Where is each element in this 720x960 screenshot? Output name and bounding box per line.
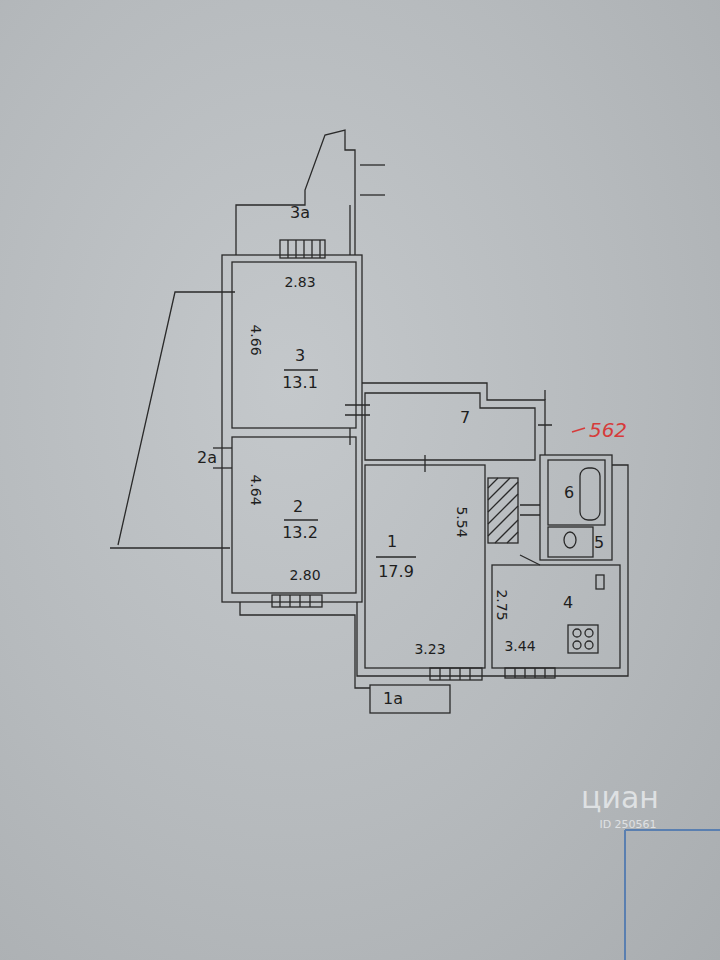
balcony: 3а bbox=[245, 203, 355, 223]
plan-line bbox=[284, 369, 318, 370]
room-number: 6 bbox=[564, 485, 574, 501]
room-number: 2а bbox=[197, 450, 217, 466]
plan-line bbox=[357, 465, 628, 676]
dimension: 2.83 bbox=[284, 275, 315, 289]
room-area: 13.1 bbox=[282, 375, 318, 391]
dimension: 4.66 bbox=[249, 324, 263, 355]
dimension: 5.54 bbox=[455, 506, 469, 537]
plan-line bbox=[515, 668, 545, 678]
plan-line bbox=[596, 575, 604, 589]
watermark: циан bbox=[581, 783, 659, 813]
plan-line bbox=[345, 390, 552, 565]
inventory-number: 562 bbox=[589, 420, 627, 440]
room: 117.9 bbox=[365, 465, 485, 668]
room-area: 13.2 bbox=[282, 525, 318, 541]
plan-line bbox=[235, 240, 236, 255]
plan-line bbox=[362, 383, 545, 455]
plan-line bbox=[272, 595, 322, 607]
room-number: 5 bbox=[594, 535, 604, 551]
plan-line bbox=[488, 478, 518, 543]
room-number: 1а bbox=[383, 691, 403, 707]
red-mark bbox=[572, 428, 585, 432]
plan-line bbox=[492, 565, 620, 668]
plan-line bbox=[240, 602, 370, 688]
toilet: 5 bbox=[594, 530, 607, 555]
plan-line bbox=[573, 629, 581, 637]
plan-line bbox=[585, 641, 593, 649]
corridor: 7 bbox=[365, 393, 480, 453]
plan-line bbox=[573, 641, 581, 649]
dimension: 3.23 bbox=[414, 642, 445, 656]
plan-line bbox=[505, 668, 555, 678]
plan-line bbox=[548, 527, 593, 557]
balcony: 1а bbox=[370, 685, 450, 712]
dimension: 2.80 bbox=[289, 568, 320, 582]
room-number: 3а bbox=[290, 205, 310, 221]
plan-line bbox=[213, 447, 232, 448]
walls bbox=[110, 130, 628, 713]
room-number: 7 bbox=[460, 410, 470, 426]
kitchen: 4 bbox=[520, 575, 620, 630]
plan-line bbox=[280, 595, 310, 607]
dimension: 3.44 bbox=[504, 639, 535, 653]
bathroom: 6 bbox=[560, 478, 578, 508]
plan-line bbox=[360, 194, 385, 195]
plan-line bbox=[236, 130, 355, 255]
room-number: 1 bbox=[387, 534, 397, 550]
plan-line bbox=[488, 478, 518, 543]
plan-line bbox=[548, 460, 605, 525]
plan-line bbox=[564, 532, 576, 548]
balcony: 2а bbox=[150, 445, 220, 471]
room-number: 2 bbox=[293, 499, 303, 515]
plan-line bbox=[440, 668, 470, 680]
plan-line bbox=[110, 547, 230, 548]
plan-line bbox=[349, 205, 350, 255]
plan-line bbox=[360, 164, 385, 165]
plan-line bbox=[585, 629, 593, 637]
room-number: 3 bbox=[295, 348, 305, 364]
stamp-frame bbox=[625, 830, 720, 960]
plan-line bbox=[288, 240, 320, 258]
plan-line bbox=[365, 393, 535, 460]
plan-line bbox=[222, 255, 362, 602]
plan-line bbox=[370, 685, 450, 713]
plan-line bbox=[430, 668, 482, 680]
plan-line bbox=[284, 519, 318, 520]
watermark: ID 250561 bbox=[599, 819, 656, 830]
plan-line bbox=[376, 556, 416, 557]
dimension: 2.75 bbox=[495, 589, 509, 620]
plan-line bbox=[540, 455, 612, 560]
plan-line bbox=[365, 465, 485, 668]
plan-line bbox=[280, 240, 325, 258]
plan-line bbox=[232, 437, 356, 593]
plan-line bbox=[568, 625, 598, 653]
plan-line bbox=[580, 468, 600, 520]
room-area: 17.9 bbox=[378, 564, 414, 580]
dimension: 4.64 bbox=[249, 474, 263, 505]
room-number: 4 bbox=[563, 595, 573, 611]
plan-line bbox=[213, 467, 232, 468]
plan-line bbox=[118, 292, 235, 545]
plan-line bbox=[232, 262, 356, 428]
